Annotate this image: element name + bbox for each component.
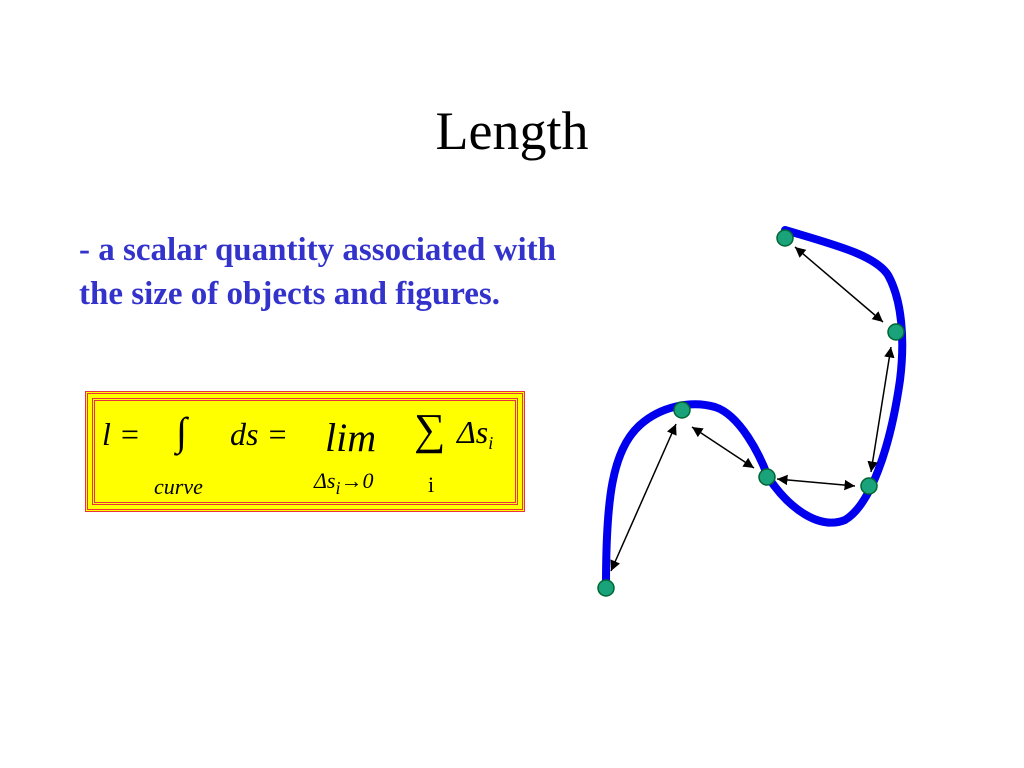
limit-lower-arrow: →0 <box>340 468 374 493</box>
integrand: ds = <box>230 416 289 452</box>
sum-sign: ∑ <box>414 405 446 454</box>
sum-lower: i <box>428 472 435 497</box>
sum-term: Δsi <box>457 414 493 454</box>
bullet-text: - a scalar quantity associated with the … <box>79 232 556 312</box>
limit-operator: lim <box>325 415 377 460</box>
curve-point-5 <box>887 323 905 341</box>
chord-4 <box>867 346 895 473</box>
chord-2 <box>691 426 755 469</box>
formula-lhs: l = <box>102 416 141 452</box>
curve-point-6 <box>776 229 794 247</box>
integral-sign: ∫ <box>176 409 187 454</box>
curve-point-3 <box>758 468 776 486</box>
curve-point-2 <box>673 401 691 419</box>
chord-1 <box>610 423 677 572</box>
chord-3 <box>776 474 856 491</box>
curve-point-1 <box>597 579 615 597</box>
curve-path <box>602 226 907 589</box>
limit-lower-sub: i <box>335 478 341 498</box>
sum-term-delta: Δs <box>457 414 489 450</box>
arc-length-formula: l = ∫ curve ds = lim Δsi→0 ∑ i Δsi <box>85 391 525 512</box>
sum-term-sub: i <box>488 433 494 453</box>
chord-5 <box>794 246 884 323</box>
integral-lower-limit: curve <box>154 474 203 499</box>
curve-point-4 <box>860 477 878 495</box>
limit-lower: Δsi→0 <box>314 468 374 499</box>
limit-lower-delta: Δs <box>314 468 336 493</box>
slide-title: Length <box>435 101 589 161</box>
